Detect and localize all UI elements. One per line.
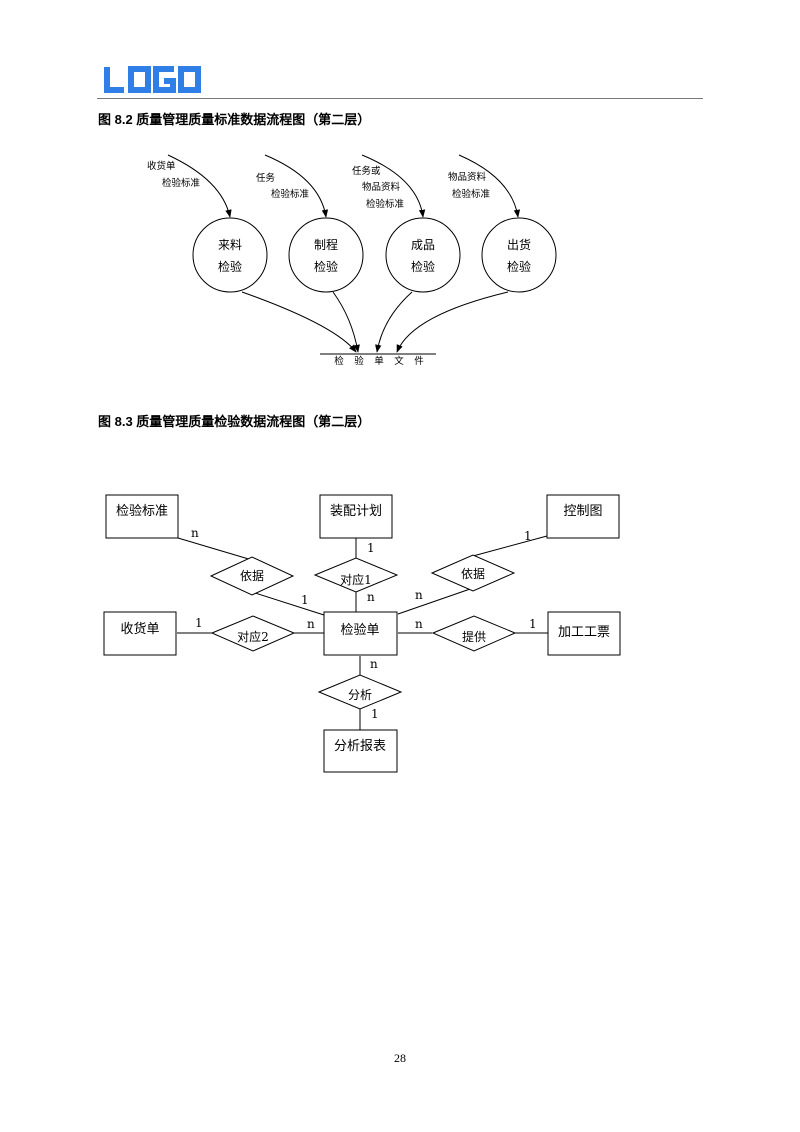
svg-text:分析报表: 分析报表 [334, 738, 386, 753]
output-arrow-4 [396, 291, 509, 353]
svg-text:件: 件 [414, 355, 424, 367]
svg-text:任务: 任务 [256, 172, 276, 184]
input-label-4: 物品资料 检验标准 [448, 171, 491, 200]
svg-text:检验: 检验 [507, 259, 531, 274]
svg-text:物品资料: 物品资料 [448, 171, 487, 183]
svg-text:分析: 分析 [348, 688, 372, 702]
process-finished-goods-inspection: 成品 检验 [385, 217, 461, 293]
svg-text:检验: 检验 [218, 259, 242, 274]
svg-text:检验标准: 检验标准 [116, 503, 168, 518]
svg-text:任务或: 任务或 [352, 165, 381, 177]
svg-text:检验: 检验 [411, 259, 435, 274]
edge-basis-center-right [397, 587, 474, 615]
svg-text:装配计划: 装配计划 [330, 503, 382, 518]
input-label-1: 收货单 检验标准 [147, 160, 201, 189]
card-control-n: n [415, 588, 423, 602]
input-arrow-4 [458, 154, 521, 218]
input-arrow-3 [361, 154, 426, 218]
output-arrow-2 [332, 291, 360, 353]
svg-text:单: 单 [374, 355, 384, 367]
process-shipping-inspection: 出货 检验 [481, 217, 557, 293]
svg-text:控制图: 控制图 [563, 503, 602, 518]
svg-text:加工工票: 加工工票 [558, 624, 610, 639]
page-number: 28 [394, 1051, 406, 1065]
edge-basis-center [251, 591, 325, 616]
svg-text:出货: 出货 [507, 237, 531, 252]
figure-8-3-caption: 图 8.3 质量管理质量检验数据流程图（第二层） [98, 414, 371, 429]
edge-control-basis [472, 535, 548, 557]
figure-8-3-diagram: 检验标准 装配计划 控制图 收货单 检验单 加工工票 分析报表 依 [103, 494, 621, 773]
entity-control-chart: 控制图 [546, 494, 620, 539]
company-logo [104, 66, 201, 93]
card-standard-n: n [191, 526, 199, 540]
svg-text:检验标准: 检验标准 [271, 188, 310, 200]
relation-match1: 对应1 [313, 557, 399, 593]
relation-basis-right: 依据 [430, 554, 516, 592]
entity-inspection-standard: 检验标准 [105, 494, 179, 539]
input-label-3: 任务或 物品资料 检验标准 [352, 165, 405, 210]
svg-text:依据: 依据 [240, 568, 264, 583]
card-report-n: n [370, 657, 378, 671]
card-receipt-n: n [307, 617, 315, 631]
figure-8-2-diagram: 收货单 检验标准 任务 检验标准 任务或 物品资料 检验标准 物品资料 检验标准… [147, 154, 557, 367]
svg-text:检验单: 检验单 [340, 622, 379, 637]
entity-process-ticket: 加工工票 [547, 611, 621, 656]
figure-8-2-caption: 图 8.2 质量管理质量标准数据流程图（第二层） [98, 112, 371, 127]
process-receiving-inspection: 来料 检验 [192, 217, 268, 293]
card-control-1: 1 [524, 529, 532, 543]
svg-text:检验标准: 检验标准 [452, 188, 491, 200]
entity-analysis-report: 分析报表 [323, 729, 398, 773]
svg-text:检验标准: 检验标准 [366, 198, 405, 210]
card-ticket-n: n [415, 617, 423, 631]
svg-text:检: 检 [334, 355, 344, 367]
relation-analyze: 分析 [317, 674, 403, 710]
svg-text:依据: 依据 [461, 566, 485, 581]
data-store-label: 检 验 单 文 件 [334, 355, 424, 367]
output-arrow-3 [375, 291, 413, 353]
svg-text:制程: 制程 [314, 237, 338, 252]
svg-text:物品资料: 物品资料 [362, 181, 401, 193]
header-rule [97, 98, 703, 99]
entity-assembly-plan: 装配计划 [319, 494, 393, 539]
card-plan-n: n [367, 590, 375, 604]
card-standard-1: 1 [301, 593, 309, 607]
relation-match2: 对应2 [210, 615, 296, 652]
svg-text:对应1: 对应1 [340, 572, 372, 587]
relation-basis-left: 依据 [209, 556, 295, 596]
entity-inspection-sheet: 检验单 [323, 611, 398, 656]
svg-text:提供: 提供 [462, 629, 486, 644]
svg-text:来料: 来料 [218, 238, 242, 252]
edge-standard-basis [177, 537, 253, 561]
card-receipt-1: 1 [195, 616, 203, 630]
entity-receipt: 收货单 [103, 611, 177, 656]
svg-text:对应2: 对应2 [237, 629, 269, 644]
svg-text:收货单: 收货单 [147, 160, 176, 172]
svg-text:收货单: 收货单 [120, 621, 159, 636]
svg-text:验: 验 [354, 355, 364, 367]
process-in-process-inspection: 制程 检验 [288, 217, 364, 293]
relation-provide: 提供 [431, 615, 517, 652]
input-arrow-1 [167, 154, 232, 218]
card-ticket-1: 1 [529, 617, 537, 631]
input-arrow-2 [264, 154, 329, 218]
card-plan-1: 1 [367, 541, 375, 555]
svg-text:成品: 成品 [411, 238, 435, 252]
svg-text:检验标准: 检验标准 [162, 177, 201, 189]
input-label-2: 任务 检验标准 [256, 172, 310, 200]
svg-text:文: 文 [394, 355, 404, 367]
svg-text:检验: 检验 [314, 259, 338, 274]
card-report-1: 1 [371, 707, 379, 721]
output-arrow-1 [241, 291, 357, 353]
